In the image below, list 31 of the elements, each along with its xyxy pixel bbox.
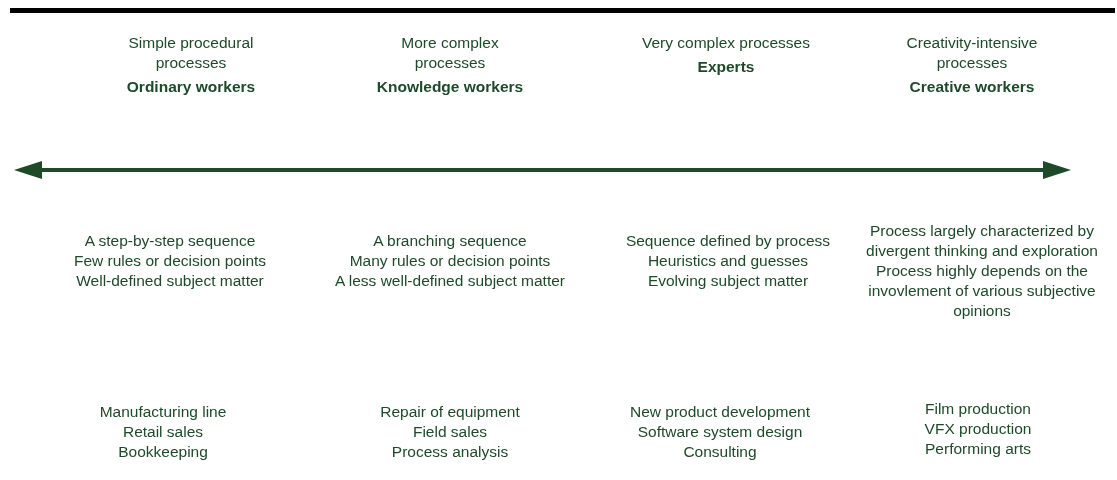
example-text: Retail sales bbox=[122, 422, 204, 442]
characteristic-text: Many rules or decision points bbox=[349, 251, 551, 271]
process-type-heading: Creativity-intensive processes bbox=[905, 33, 1039, 73]
characteristic-text: A branching sequence bbox=[373, 231, 527, 251]
example-text: Process analysis bbox=[391, 442, 509, 462]
example-text: Performing arts bbox=[925, 439, 1031, 459]
example-text: Software system design bbox=[637, 422, 803, 442]
process-type-heading: Very complex processes bbox=[642, 33, 810, 53]
example-text: New product development bbox=[629, 402, 811, 422]
characteristic-text: Heuristics and guesses bbox=[647, 251, 809, 271]
example-text: Consulting bbox=[683, 442, 757, 462]
characteristic-text: Process largely characterized by divergent thinking and exploration bbox=[865, 221, 1099, 261]
characteristic-text: A less well-defined subject matter bbox=[335, 271, 565, 291]
characteristic-text: Few rules or decision points bbox=[73, 251, 267, 271]
worker-type-label: Ordinary workers bbox=[126, 77, 256, 97]
example-text: Film production bbox=[925, 399, 1031, 419]
process-type-heading: Simple procedural processes bbox=[127, 33, 255, 73]
characteristic-text: A step-by-step sequence bbox=[84, 231, 256, 251]
characteristic-text: Sequence defined by process bbox=[625, 231, 831, 251]
process-type-heading: More complex processes bbox=[400, 33, 500, 73]
example-text: VFX production bbox=[924, 419, 1032, 439]
characteristic-text: Process highly depends on the invovlement of various subjective opinions bbox=[867, 261, 1097, 321]
example-text: Field sales bbox=[412, 422, 488, 442]
characteristic-text: Evolving subject matter bbox=[647, 271, 809, 291]
example-text: Bookkeeping bbox=[118, 442, 208, 462]
example-text: Manufacturing line bbox=[99, 402, 227, 422]
worker-type-label: Creative workers bbox=[909, 77, 1035, 97]
characteristic-text: Well-defined subject matter bbox=[76, 271, 264, 291]
worker-type-label: Experts bbox=[697, 57, 755, 77]
worker-type-label: Knowledge workers bbox=[376, 77, 524, 97]
example-text: Repair of equipment bbox=[380, 402, 520, 422]
